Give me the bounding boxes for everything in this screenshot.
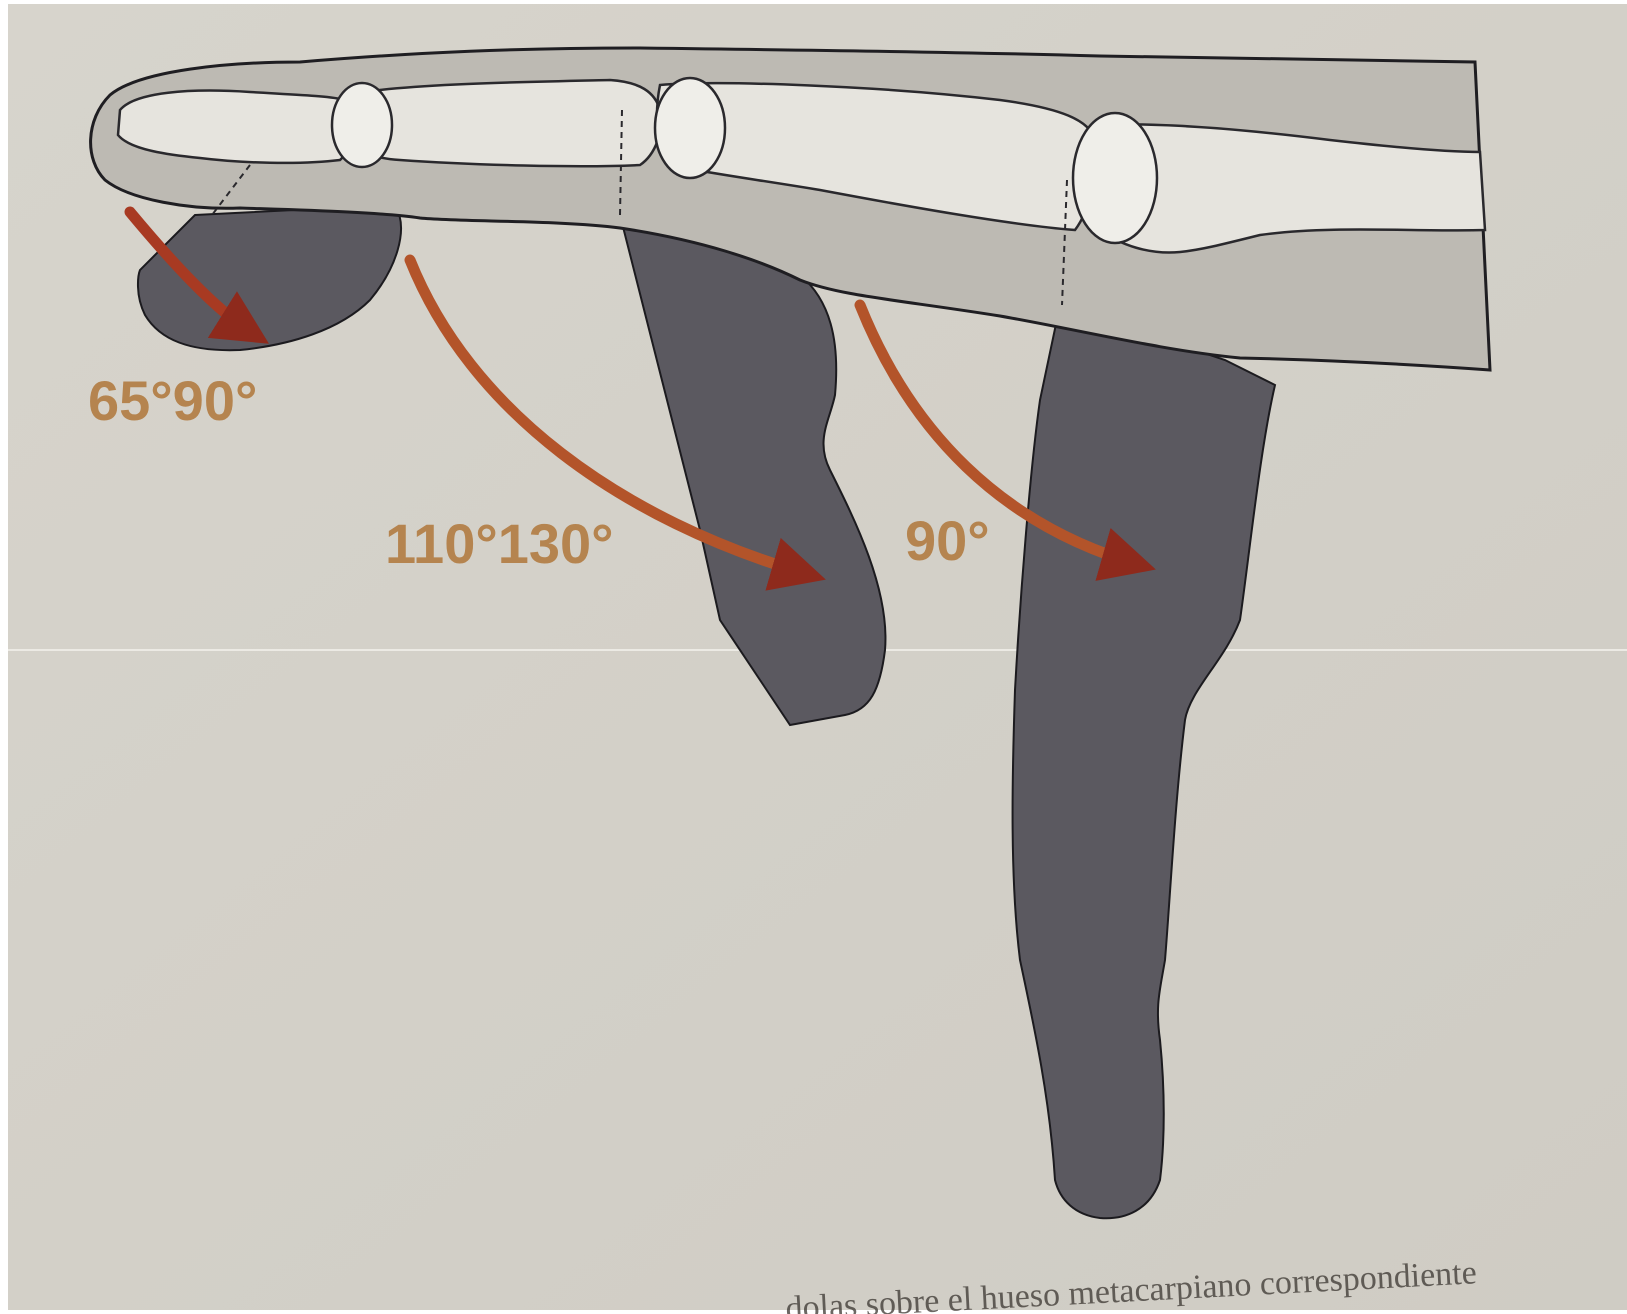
mcp-flexion-label: 90° bbox=[905, 509, 990, 572]
dip-flexion-label: 65°90° bbox=[88, 369, 257, 432]
pip-joint-head bbox=[655, 78, 725, 178]
dip-joint-head bbox=[332, 83, 392, 167]
mcp-joint-head bbox=[1073, 113, 1157, 243]
pip-flexion-label: 110°130° bbox=[385, 512, 614, 575]
distal-phalanx-bone bbox=[118, 91, 351, 163]
